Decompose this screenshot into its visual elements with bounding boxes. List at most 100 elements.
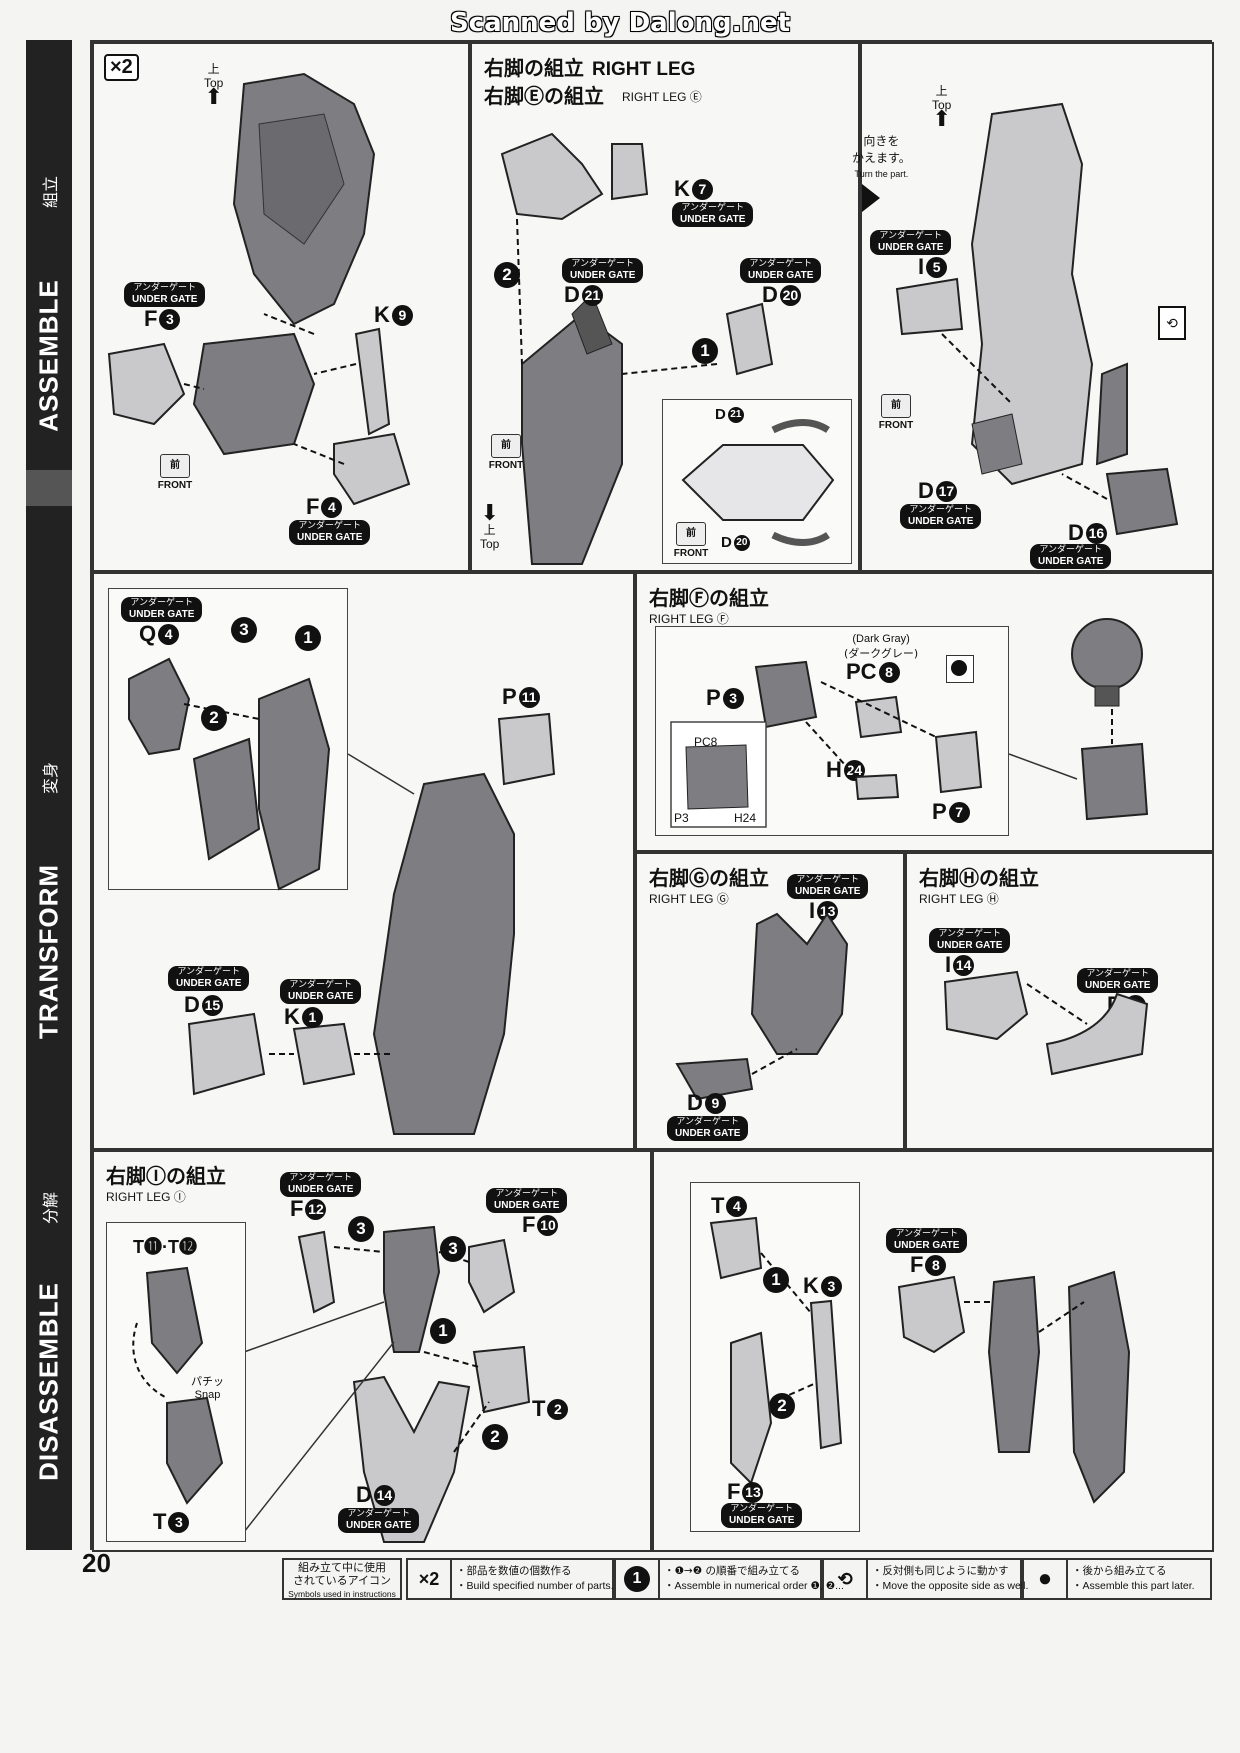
leg-e-illustration	[500, 132, 774, 565]
step-3: 3	[348, 1216, 374, 1242]
dark-gray-note: (Dark Gray)(ダークグレー)	[844, 633, 919, 660]
section-title-en: RIGHT LEG Ⓗ	[919, 892, 999, 906]
page-number: 20	[82, 1548, 111, 1578]
assemble-jp: 組立	[41, 175, 60, 209]
section-title: 右脚Ⓗの組立	[919, 866, 1039, 890]
legend-item-later: ● ・後から組み立てる・Assemble this part later.	[1022, 1558, 1212, 1600]
turn-note: 向きをかえます。Turn the part.	[852, 134, 911, 179]
leg-i-illustration	[243, 1225, 531, 1543]
assemble-label: ASSEMBLE	[33, 279, 64, 432]
turn-arrow-icon	[862, 184, 880, 212]
leg-turn-illustration	[895, 102, 1179, 536]
inset-label-p3: P3	[674, 811, 689, 825]
disassemble-label: DISASSEMBLE	[33, 1282, 64, 1481]
assemble-tab: ASSEMBLE 組立	[26, 40, 72, 470]
section-title: 右脚Ⓖの組立	[649, 866, 769, 890]
step-3: 3	[231, 617, 257, 643]
inset-label-h24: H24	[734, 811, 757, 825]
inset-label-pc8: PC8	[694, 735, 718, 749]
opposite-side-icon: ⟲	[824, 1560, 868, 1598]
section-title-en: RIGHT LEG Ⓖ	[649, 892, 729, 906]
step-2: 2	[494, 262, 520, 288]
step-1: 1	[295, 625, 321, 651]
watermark: Scanned by Dalong.net	[449, 8, 791, 38]
multiplier-icon: ×2	[408, 1560, 452, 1598]
multiplier-badge: ×2	[104, 54, 139, 81]
legend-item-multiplier: ×2 ・部品を数値の個数作る・Build specified number of…	[406, 1558, 614, 1600]
step-1: 1	[692, 338, 718, 364]
lower-leg-illustration	[187, 712, 556, 1135]
section-title: 右脚Ⓕの組立	[649, 586, 769, 610]
step-1: 1	[430, 1318, 456, 1344]
opposite-side-icon: ⟲	[1158, 306, 1186, 340]
lower-tab: 変身 TRANSFORM 分解 DISASSEMBLE	[26, 506, 72, 1550]
subsection-title-en: RIGHT LEG Ⓔ	[622, 90, 702, 104]
step-order-icon: 1	[616, 1560, 660, 1598]
subsection-title: 右脚Ⓔの組立	[484, 84, 604, 108]
disassemble-jp: 分解	[41, 1191, 60, 1225]
legend-item-order: 1 ・❶→❷ の順番で組み立てる・Assemble in numerical o…	[614, 1558, 844, 1600]
part-t11-t12: T⓫·T⓬	[133, 1237, 197, 1257]
transform-label: TRANSFORM	[33, 863, 64, 1040]
leg-i-final-illustration	[897, 1270, 1131, 1504]
leg-g-illustration	[675, 912, 849, 1101]
